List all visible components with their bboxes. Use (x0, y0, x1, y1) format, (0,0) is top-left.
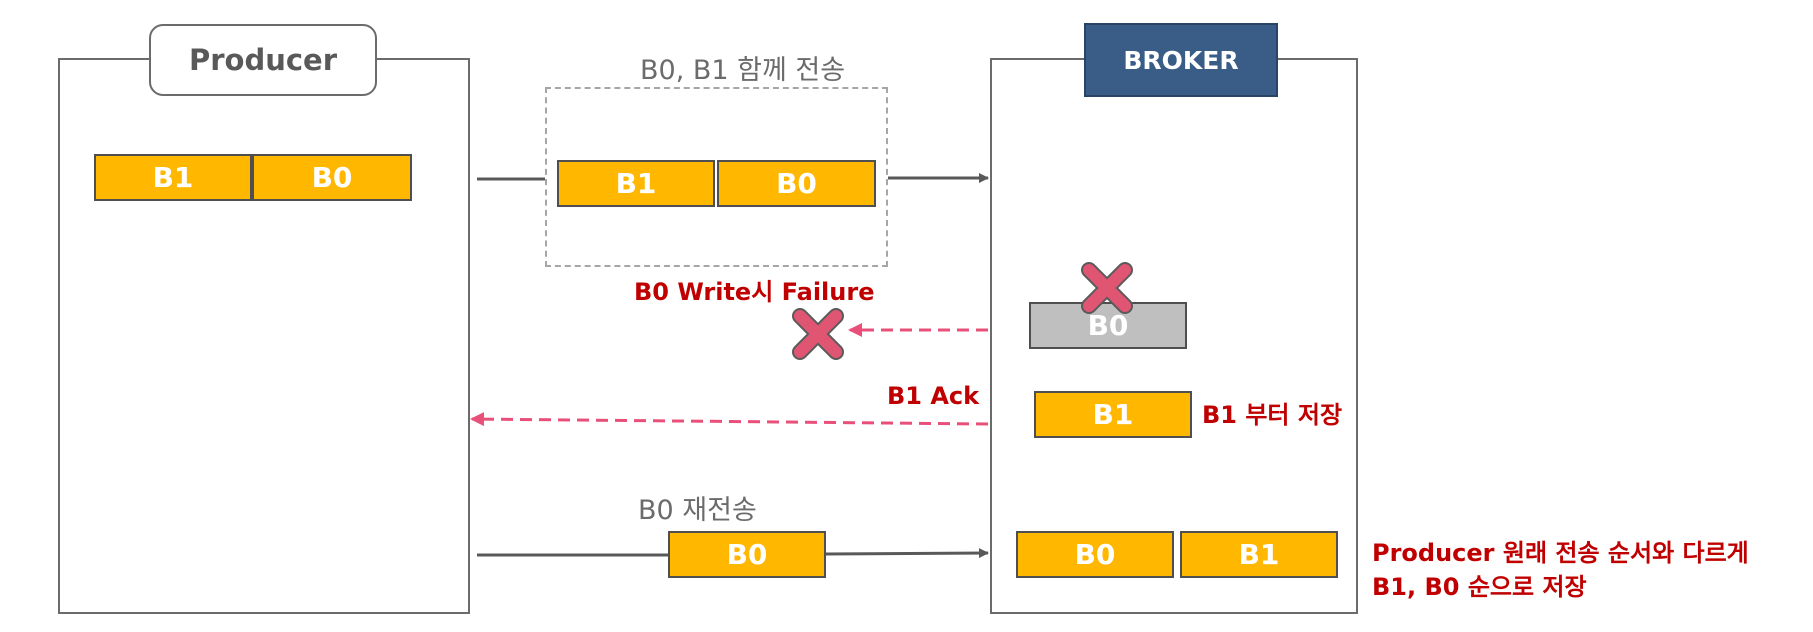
broker-final-block-b1: B1 (1180, 531, 1338, 578)
send-block-b1: B1 (557, 160, 715, 207)
broker-block-b1: B1 (1034, 391, 1192, 438)
failure-caption: B0 Write시 Failure (634, 278, 875, 306)
broker-final-block-b0: B0 (1016, 531, 1174, 578)
producer-block-b1: B1 (94, 154, 252, 201)
producer-panel (58, 58, 470, 614)
send-block-b0: B0 (717, 160, 876, 207)
broker-failure-x-icon (1081, 262, 1133, 314)
result-caption-line2: B1, B0 순으로 저장 (1372, 573, 1587, 601)
failure-x-icon (792, 308, 844, 360)
store-caption: B1 부터 저장 (1202, 401, 1343, 429)
producer-title: Producer (149, 24, 377, 96)
ack-caption: B1 Ack (887, 382, 980, 410)
send-caption: B0, B1 함께 전송 (640, 55, 846, 86)
resend-block-b0: B0 (668, 531, 826, 578)
ack-arrow (470, 412, 989, 427)
broker-title: BROKER (1084, 23, 1278, 97)
resend-arrow (825, 548, 989, 559)
result-caption-line1: Producer 원래 전송 순서와 다르게 (1372, 539, 1749, 567)
broker-failed-block-b0: B0 (1029, 302, 1187, 349)
producer-block-b0: B0 (252, 154, 412, 201)
resend-caption: B0 재전송 (638, 495, 757, 526)
send-group (545, 87, 888, 267)
